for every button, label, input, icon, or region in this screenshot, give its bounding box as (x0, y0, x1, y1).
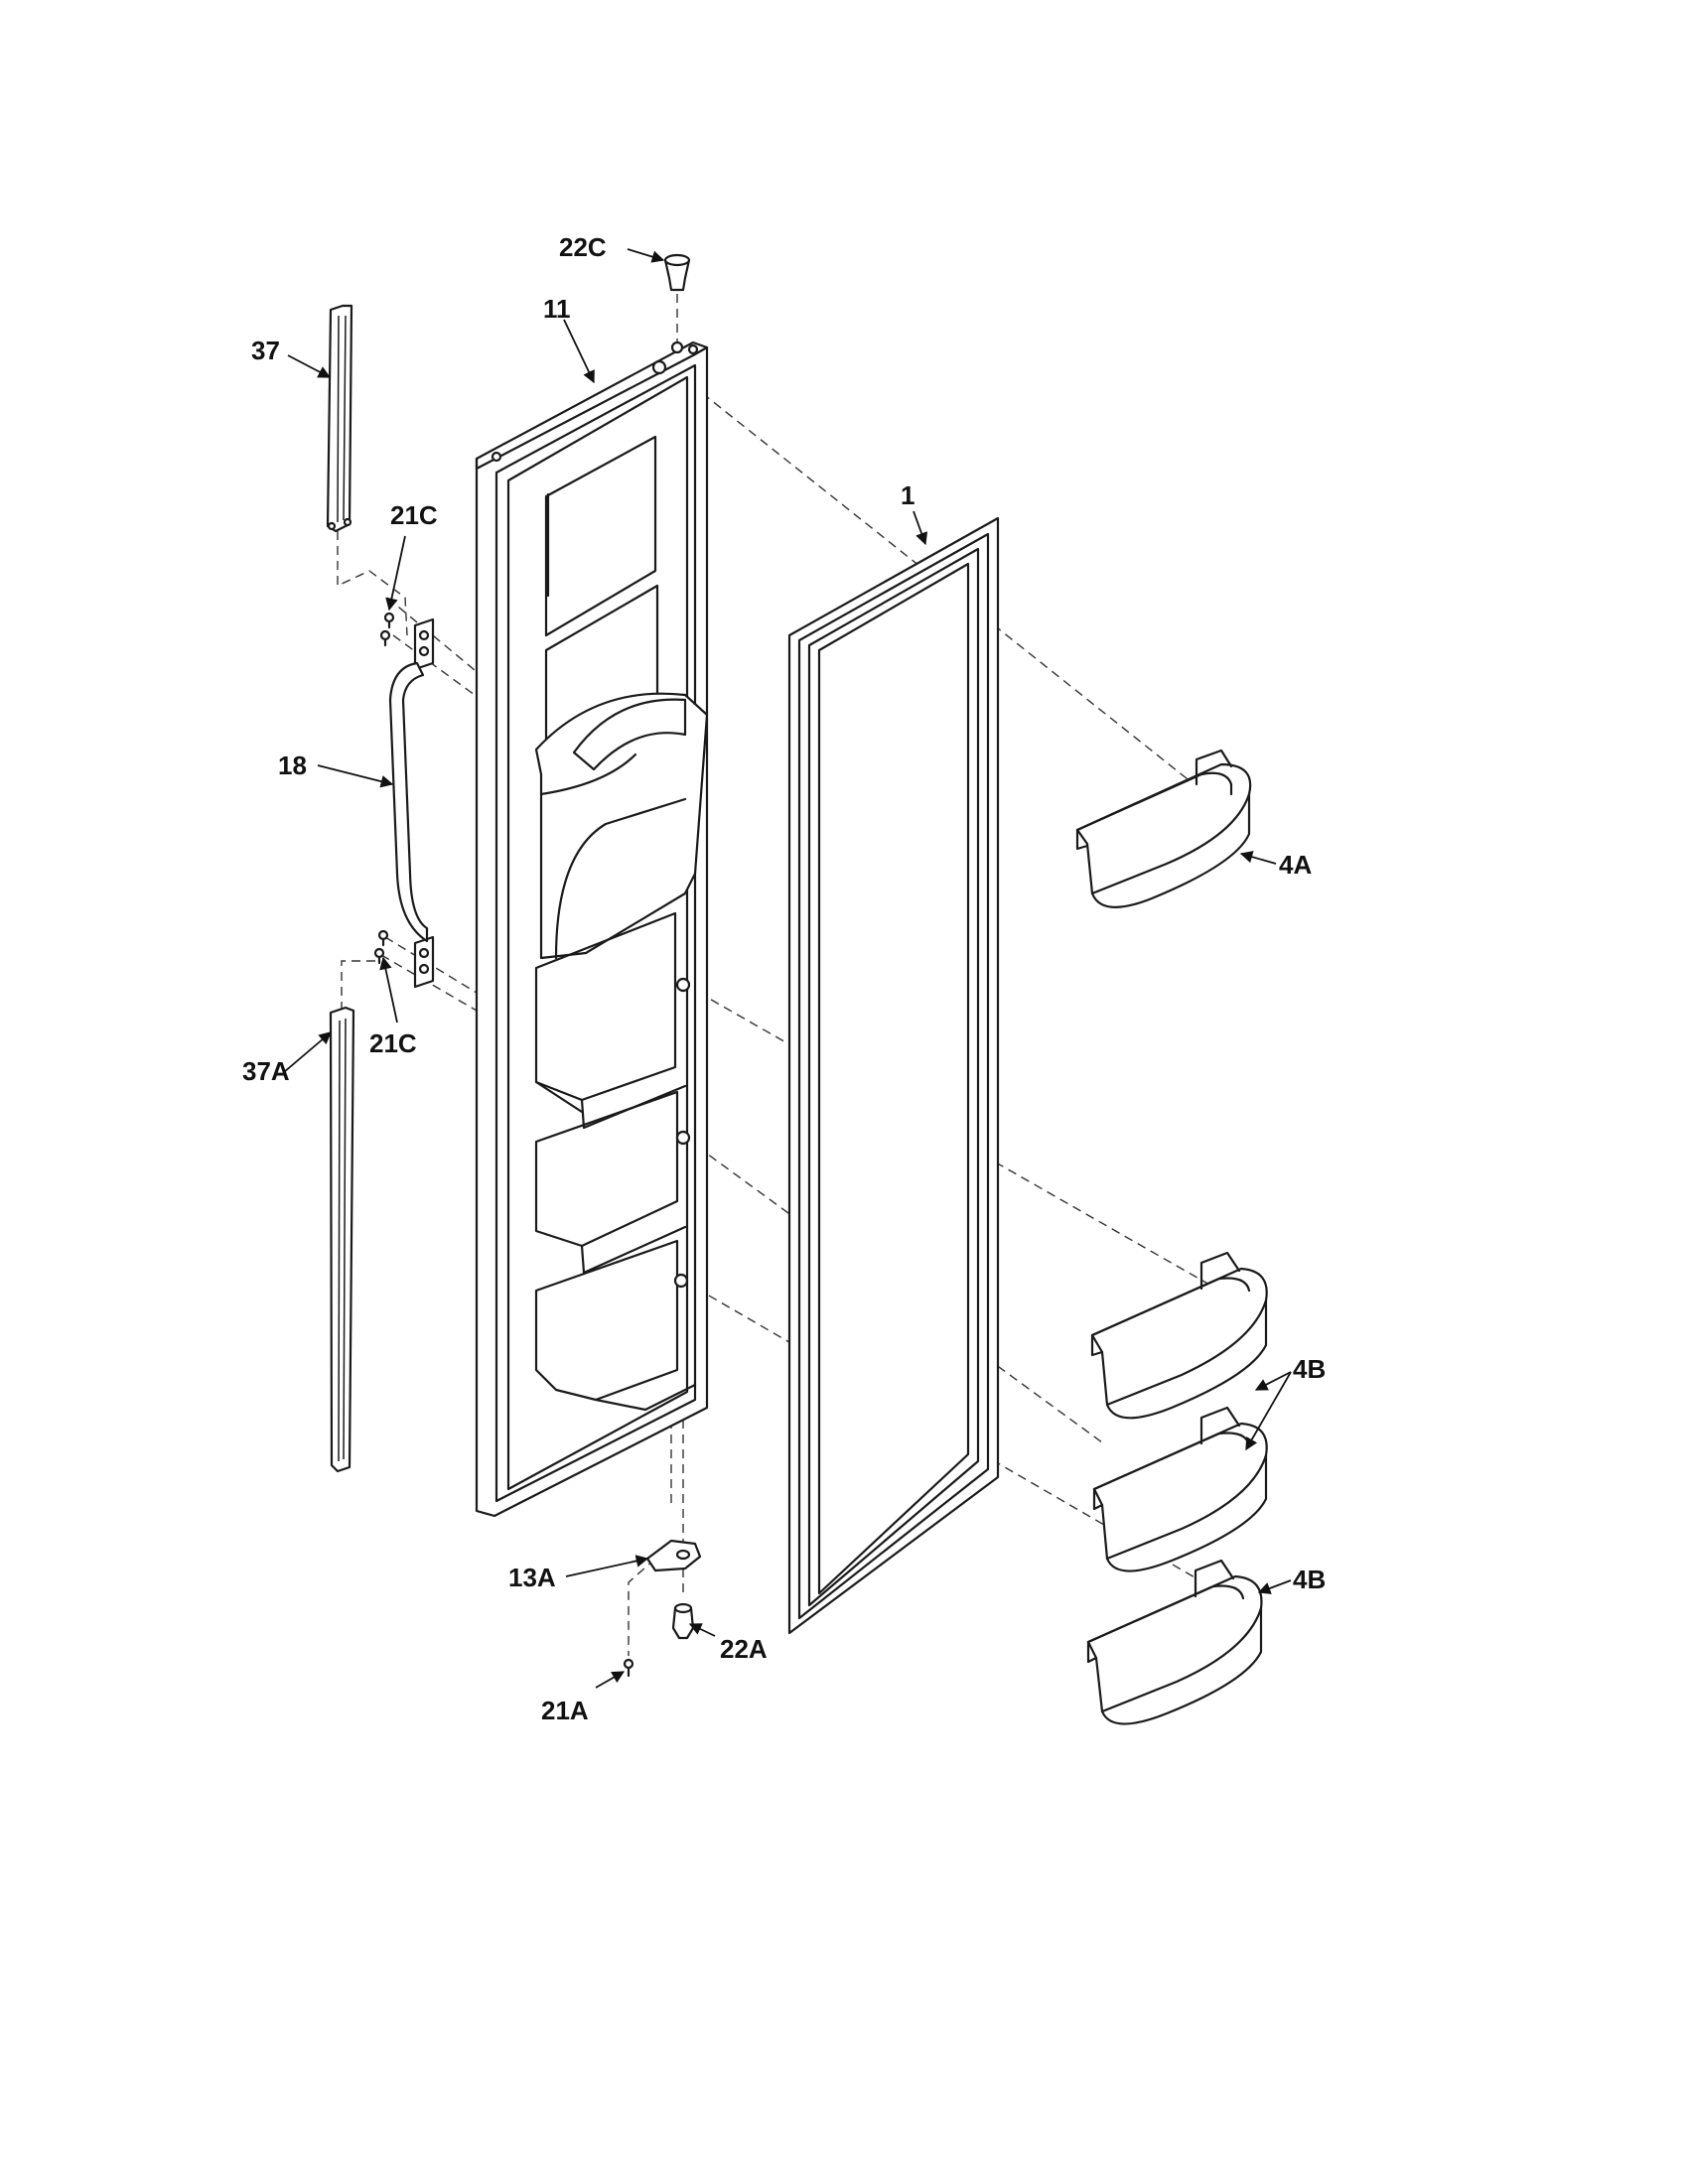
label-21a: 21A (541, 1696, 589, 1725)
part-21c-screws-top (379, 612, 395, 647)
part-4a-door-bin (1075, 749, 1252, 908)
label-13a: 13A (508, 1563, 556, 1592)
label-4b-bottom: 4B (1293, 1565, 1326, 1594)
leader-lines (283, 248, 1292, 1689)
label-37a: 37A (242, 1056, 290, 1086)
part-37a-bottom-trim (329, 1006, 355, 1473)
part-4b-door-bin-3 (1086, 1559, 1263, 1725)
part-22c-plug (663, 253, 691, 292)
label-21c-top: 21C (390, 500, 438, 530)
part-13a-hinge-bracket (645, 1539, 702, 1572)
label-21c-bottom: 21C (369, 1028, 417, 1058)
label-22a: 22A (720, 1634, 768, 1664)
part-4b-door-bin-2 (1092, 1406, 1268, 1572)
part-37-top-trim (326, 304, 353, 533)
label-18: 18 (278, 751, 307, 780)
label-1: 1 (901, 480, 914, 510)
part-4b-door-bin-1 (1090, 1251, 1268, 1420)
part-18-door-handle (388, 617, 435, 989)
label-11: 11 (543, 294, 571, 324)
label-22c: 22C (559, 232, 607, 262)
label-37: 37 (251, 336, 280, 365)
part-21c-screws-bottom (373, 929, 389, 965)
part-1-door-gasket (787, 516, 1000, 1635)
label-4b-top: 4B (1293, 1354, 1326, 1384)
part-labels: 22C 11 37 21C 1 18 4A 21C 37A 4B 4B 13A … (242, 232, 1326, 1725)
part-11-door-liner (475, 341, 709, 1518)
label-4a: 4A (1279, 850, 1312, 880)
part-22a-hinge-pin (671, 1602, 695, 1640)
assembly-dashed-lines (337, 294, 1217, 1656)
part-21a-screw (623, 1658, 634, 1678)
